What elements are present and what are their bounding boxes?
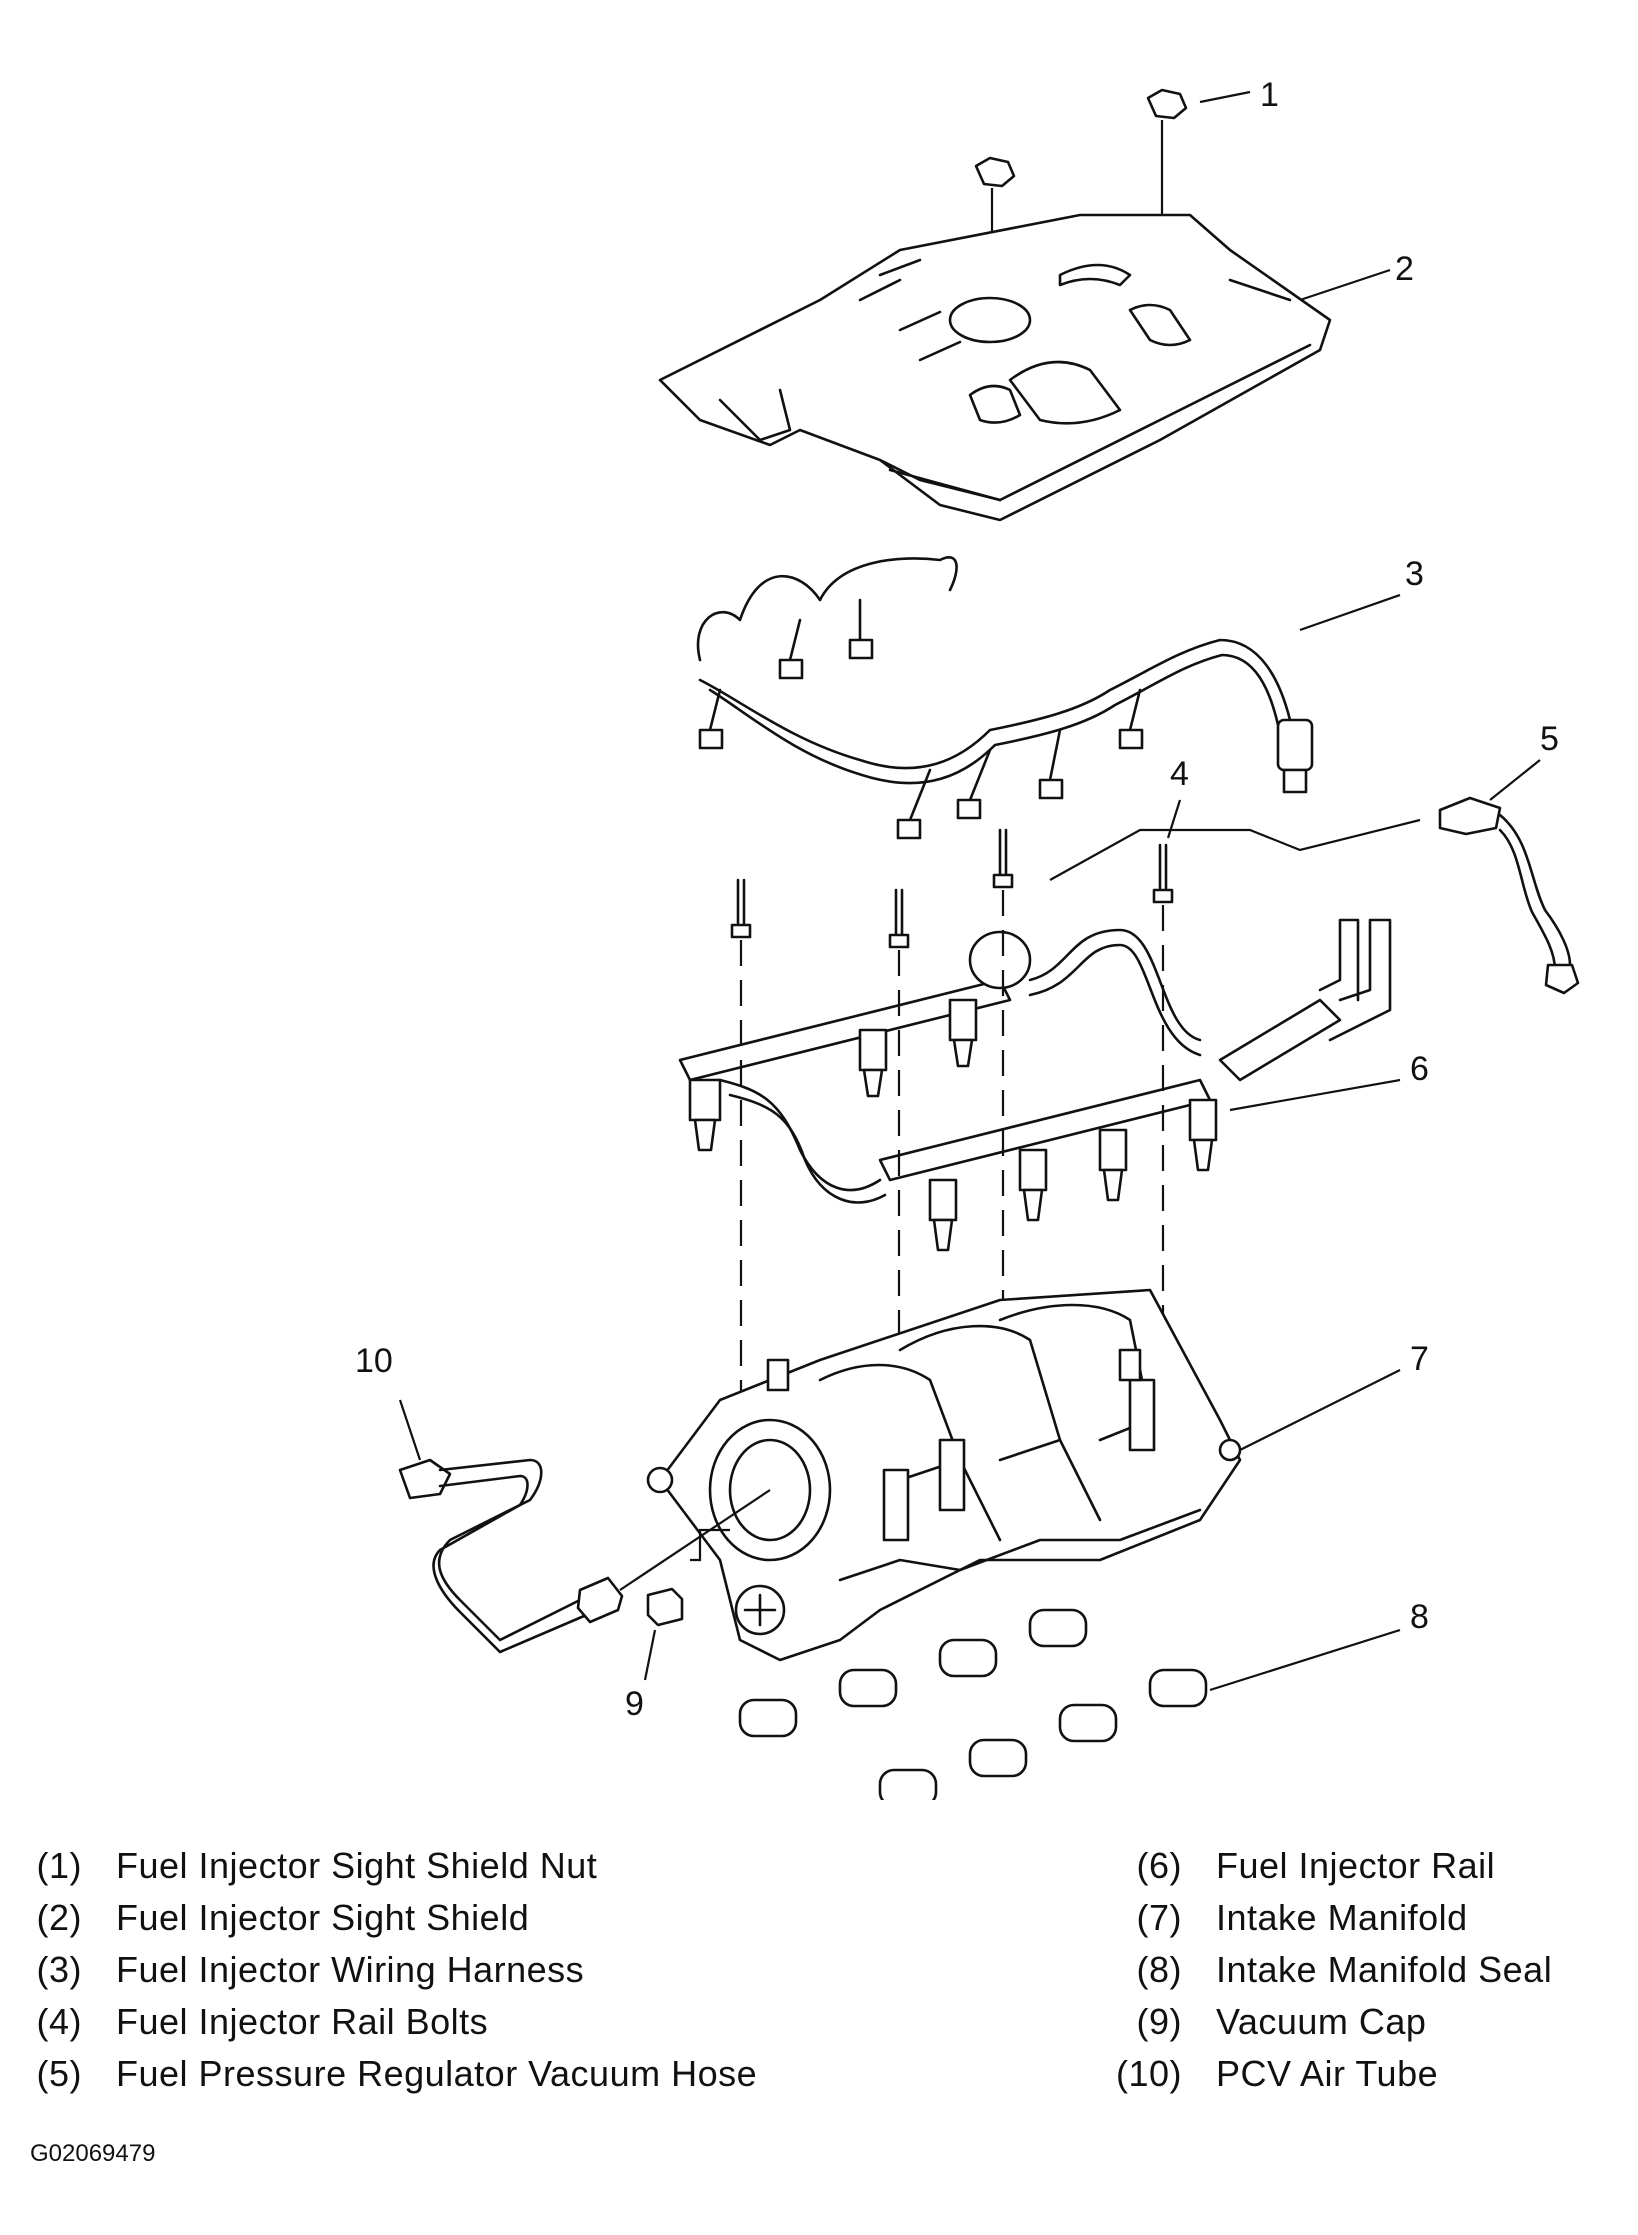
callout-1: 1 xyxy=(1260,76,1279,114)
legend-number: (10) xyxy=(1115,2053,1182,2094)
legend-label: Intake Manifold xyxy=(1216,1897,1468,1938)
legend-number: (6) xyxy=(1136,1845,1182,1886)
legend-item: (10) PCV Air Tube xyxy=(1090,2048,1552,2100)
legend-item: (1) Fuel Injector Sight Shield Nut xyxy=(0,1840,757,1892)
legend-label: Fuel Injector Rail Bolts xyxy=(116,2001,489,2042)
legend-label: Fuel Injector Sight Shield Nut xyxy=(116,1845,598,1886)
legend-item: (5) Fuel Pressure Regulator Vacuum Hose xyxy=(0,2048,757,2100)
legend-label: Fuel Pressure Regulator Vacuum Hose xyxy=(116,2053,758,2094)
legend-item: (9) Vacuum Cap xyxy=(1090,1996,1552,2048)
legend-label: Fuel Injector Rail xyxy=(1216,1845,1496,1886)
legend-item: (7) Intake Manifold xyxy=(1090,1892,1552,1944)
callout-9: 9 xyxy=(625,1685,644,1723)
callout-2: 2 xyxy=(1395,250,1414,288)
callouts: 1 2 3 4 5 6 7 8 9 10 xyxy=(355,76,1559,1723)
parts-legend: (1) Fuel Injector Sight Shield Nut (2) F… xyxy=(0,1840,1638,2140)
callout-3: 3 xyxy=(1405,555,1424,593)
legend-item: (8) Intake Manifold Seal xyxy=(1090,1944,1552,1996)
legend-label: Vacuum Cap xyxy=(1216,2001,1427,2042)
legend-number: (3) xyxy=(36,1949,82,1990)
legend-number: (7) xyxy=(1136,1897,1182,1938)
legend-label: PCV Air Tube xyxy=(1216,2053,1439,2094)
legend-column-left: (1) Fuel Injector Sight Shield Nut (2) F… xyxy=(0,1840,757,2100)
fuel-pressure-regulator-vacuum-hose xyxy=(1049,796,1580,995)
legend-item: (6) Fuel Injector Rail xyxy=(1090,1840,1552,1892)
callout-6: 6 xyxy=(1410,1050,1429,1088)
legend-label: Intake Manifold Seal xyxy=(1216,1949,1553,1990)
exploded-view-diagram: 1 2 3 4 5 6 7 8 9 10 xyxy=(355,76,1580,1800)
fuel-injector-sight-shield xyxy=(658,213,1332,522)
intake-manifold xyxy=(646,1288,1242,1662)
legend-label: Fuel Injector Sight Shield xyxy=(116,1897,530,1938)
legend-number: (2) xyxy=(36,1897,82,1938)
legend-number: (9) xyxy=(1136,2001,1182,2042)
figure-id: G02069479 xyxy=(30,2140,156,2167)
callout-5: 5 xyxy=(1540,720,1559,758)
legend-item: (4) Fuel Injector Rail Bolts xyxy=(0,1996,757,2048)
legend-item: (3) Fuel Injector Wiring Harness xyxy=(0,1944,757,1996)
fuel-injector-rail xyxy=(678,918,1392,1252)
fuel-injector-rail-bolt xyxy=(730,828,1174,949)
fuel-injector-wiring-harness xyxy=(696,556,1314,840)
legend-number: (8) xyxy=(1136,1949,1182,1990)
intake-manifold-seal xyxy=(738,1608,1208,1800)
callout-4: 4 xyxy=(1170,755,1189,793)
callout-7: 7 xyxy=(1410,1340,1429,1378)
legend-item: (2) Fuel Injector Sight Shield xyxy=(0,1892,757,1944)
pcv-air-tube xyxy=(398,1458,771,1654)
vacuum-cap xyxy=(646,1528,730,1627)
legend-number: (4) xyxy=(36,2001,82,2042)
callout-10: 10 xyxy=(355,1342,393,1380)
legend-column-right: (6) Fuel Injector Rail (7) Intake Manifo… xyxy=(1090,1840,1552,2100)
legend-number: (5) xyxy=(36,2053,82,2094)
legend-label: Fuel Injector Wiring Harness xyxy=(116,1949,585,1990)
callout-8: 8 xyxy=(1410,1598,1429,1636)
legend-number: (1) xyxy=(36,1845,82,1886)
